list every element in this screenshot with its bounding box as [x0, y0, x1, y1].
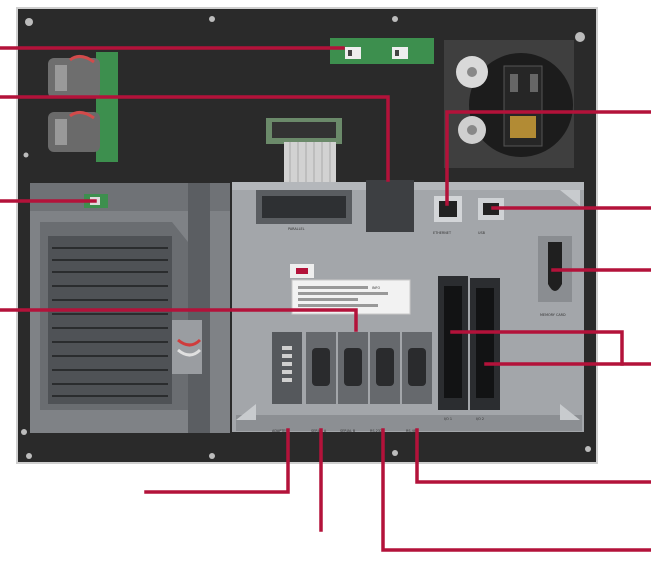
- callout-io-connectors: [450, 330, 651, 366]
- power-socket-block: [444, 40, 574, 168]
- sticker-label: INFO: [372, 286, 380, 290]
- usb-port-label: USB: [478, 231, 486, 235]
- fan-icon: [48, 236, 172, 404]
- dark-module: [366, 180, 414, 232]
- callout-rs232: [381, 428, 651, 552]
- parallel-port-label: PARALLEL: [288, 227, 305, 231]
- callout-rs485: [415, 428, 651, 484]
- io-2-label: I/O 2: [476, 417, 484, 421]
- serial-a-connector: SERIAL A: [306, 332, 336, 433]
- capacitor-board: [48, 52, 118, 162]
- callout-adapter: [144, 428, 290, 494]
- top-green-board: [330, 38, 434, 64]
- rs232-connector: RS-232: [370, 332, 400, 433]
- rs232-label: RS-232: [370, 429, 382, 433]
- serial-b-connector: SERIAL B: [338, 332, 368, 433]
- io-connector-2: I/O 2: [470, 278, 500, 421]
- power-socket-icon: [510, 116, 536, 138]
- serial-b-label: SERIAL B: [340, 429, 356, 433]
- adapter-connector: ADAPTER: [272, 332, 302, 433]
- io-connector-1: I/O 1: [438, 276, 468, 421]
- adapter-label: ADAPTER: [272, 429, 288, 433]
- usb-port: USB: [478, 198, 504, 235]
- card-slot-icon: [548, 242, 562, 291]
- ethernet-port-label: ETHERNET: [433, 231, 452, 235]
- callout-sticker: [0, 308, 358, 332]
- fan-housing: [30, 183, 230, 433]
- io-1-label: I/O 1: [444, 417, 452, 421]
- callout-ethernet: [445, 110, 651, 206]
- rs485-label: RS-485: [406, 429, 418, 433]
- callout-dark-module: [0, 95, 390, 182]
- serial-a-label: SERIAL A: [311, 429, 327, 433]
- rs485-connector: RS-485: [402, 332, 432, 433]
- plate-screws: [21, 16, 591, 459]
- fan-vent-grille: [52, 247, 168, 397]
- ethernet-port: ETHERNET: [433, 196, 462, 235]
- memory-card-label: MEMORY CARD: [540, 313, 566, 317]
- parallel-port: PARALLEL: [256, 190, 352, 231]
- callout-lines: [0, 46, 651, 552]
